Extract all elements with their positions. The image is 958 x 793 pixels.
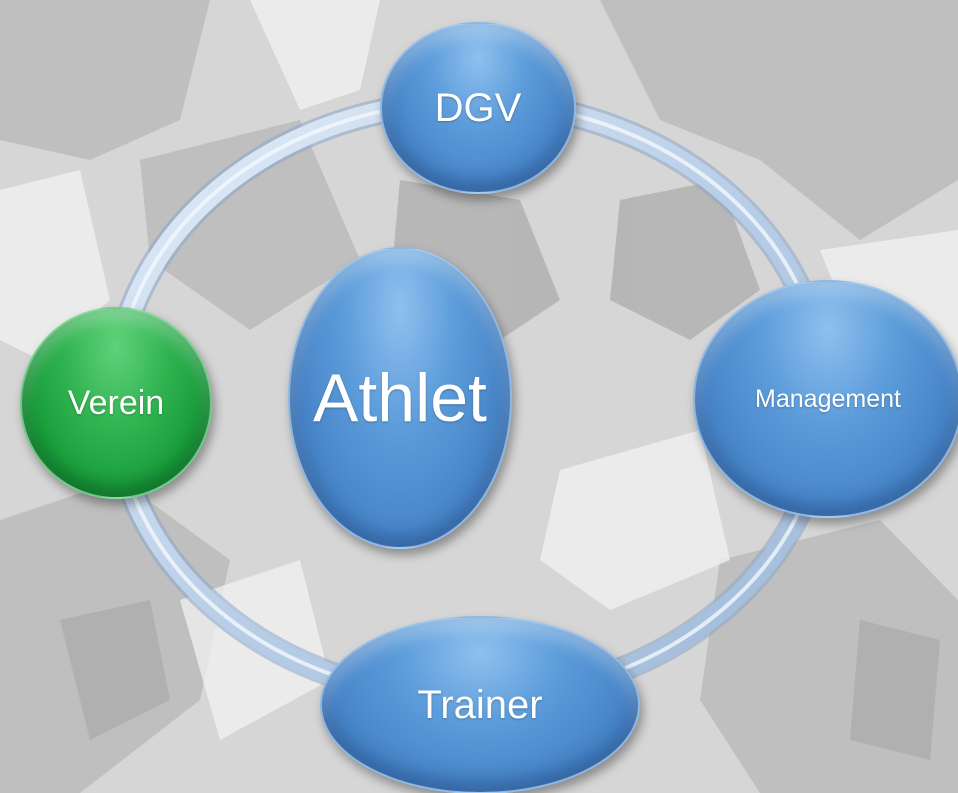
dgv-label: DGV bbox=[434, 85, 522, 130]
trainer-node[interactable]: Trainer bbox=[320, 616, 640, 793]
athlet-label: Athlet bbox=[313, 360, 487, 436]
verein-label: Verein bbox=[67, 383, 165, 422]
management-node[interactable]: Management bbox=[693, 280, 958, 518]
trainer-label: Trainer bbox=[417, 682, 543, 727]
management-label: Management bbox=[755, 384, 901, 413]
verein-node[interactable]: Verein bbox=[20, 307, 212, 499]
athlet-center-node[interactable]: Athlet bbox=[288, 247, 512, 549]
dgv-node[interactable]: DGV bbox=[380, 22, 576, 194]
